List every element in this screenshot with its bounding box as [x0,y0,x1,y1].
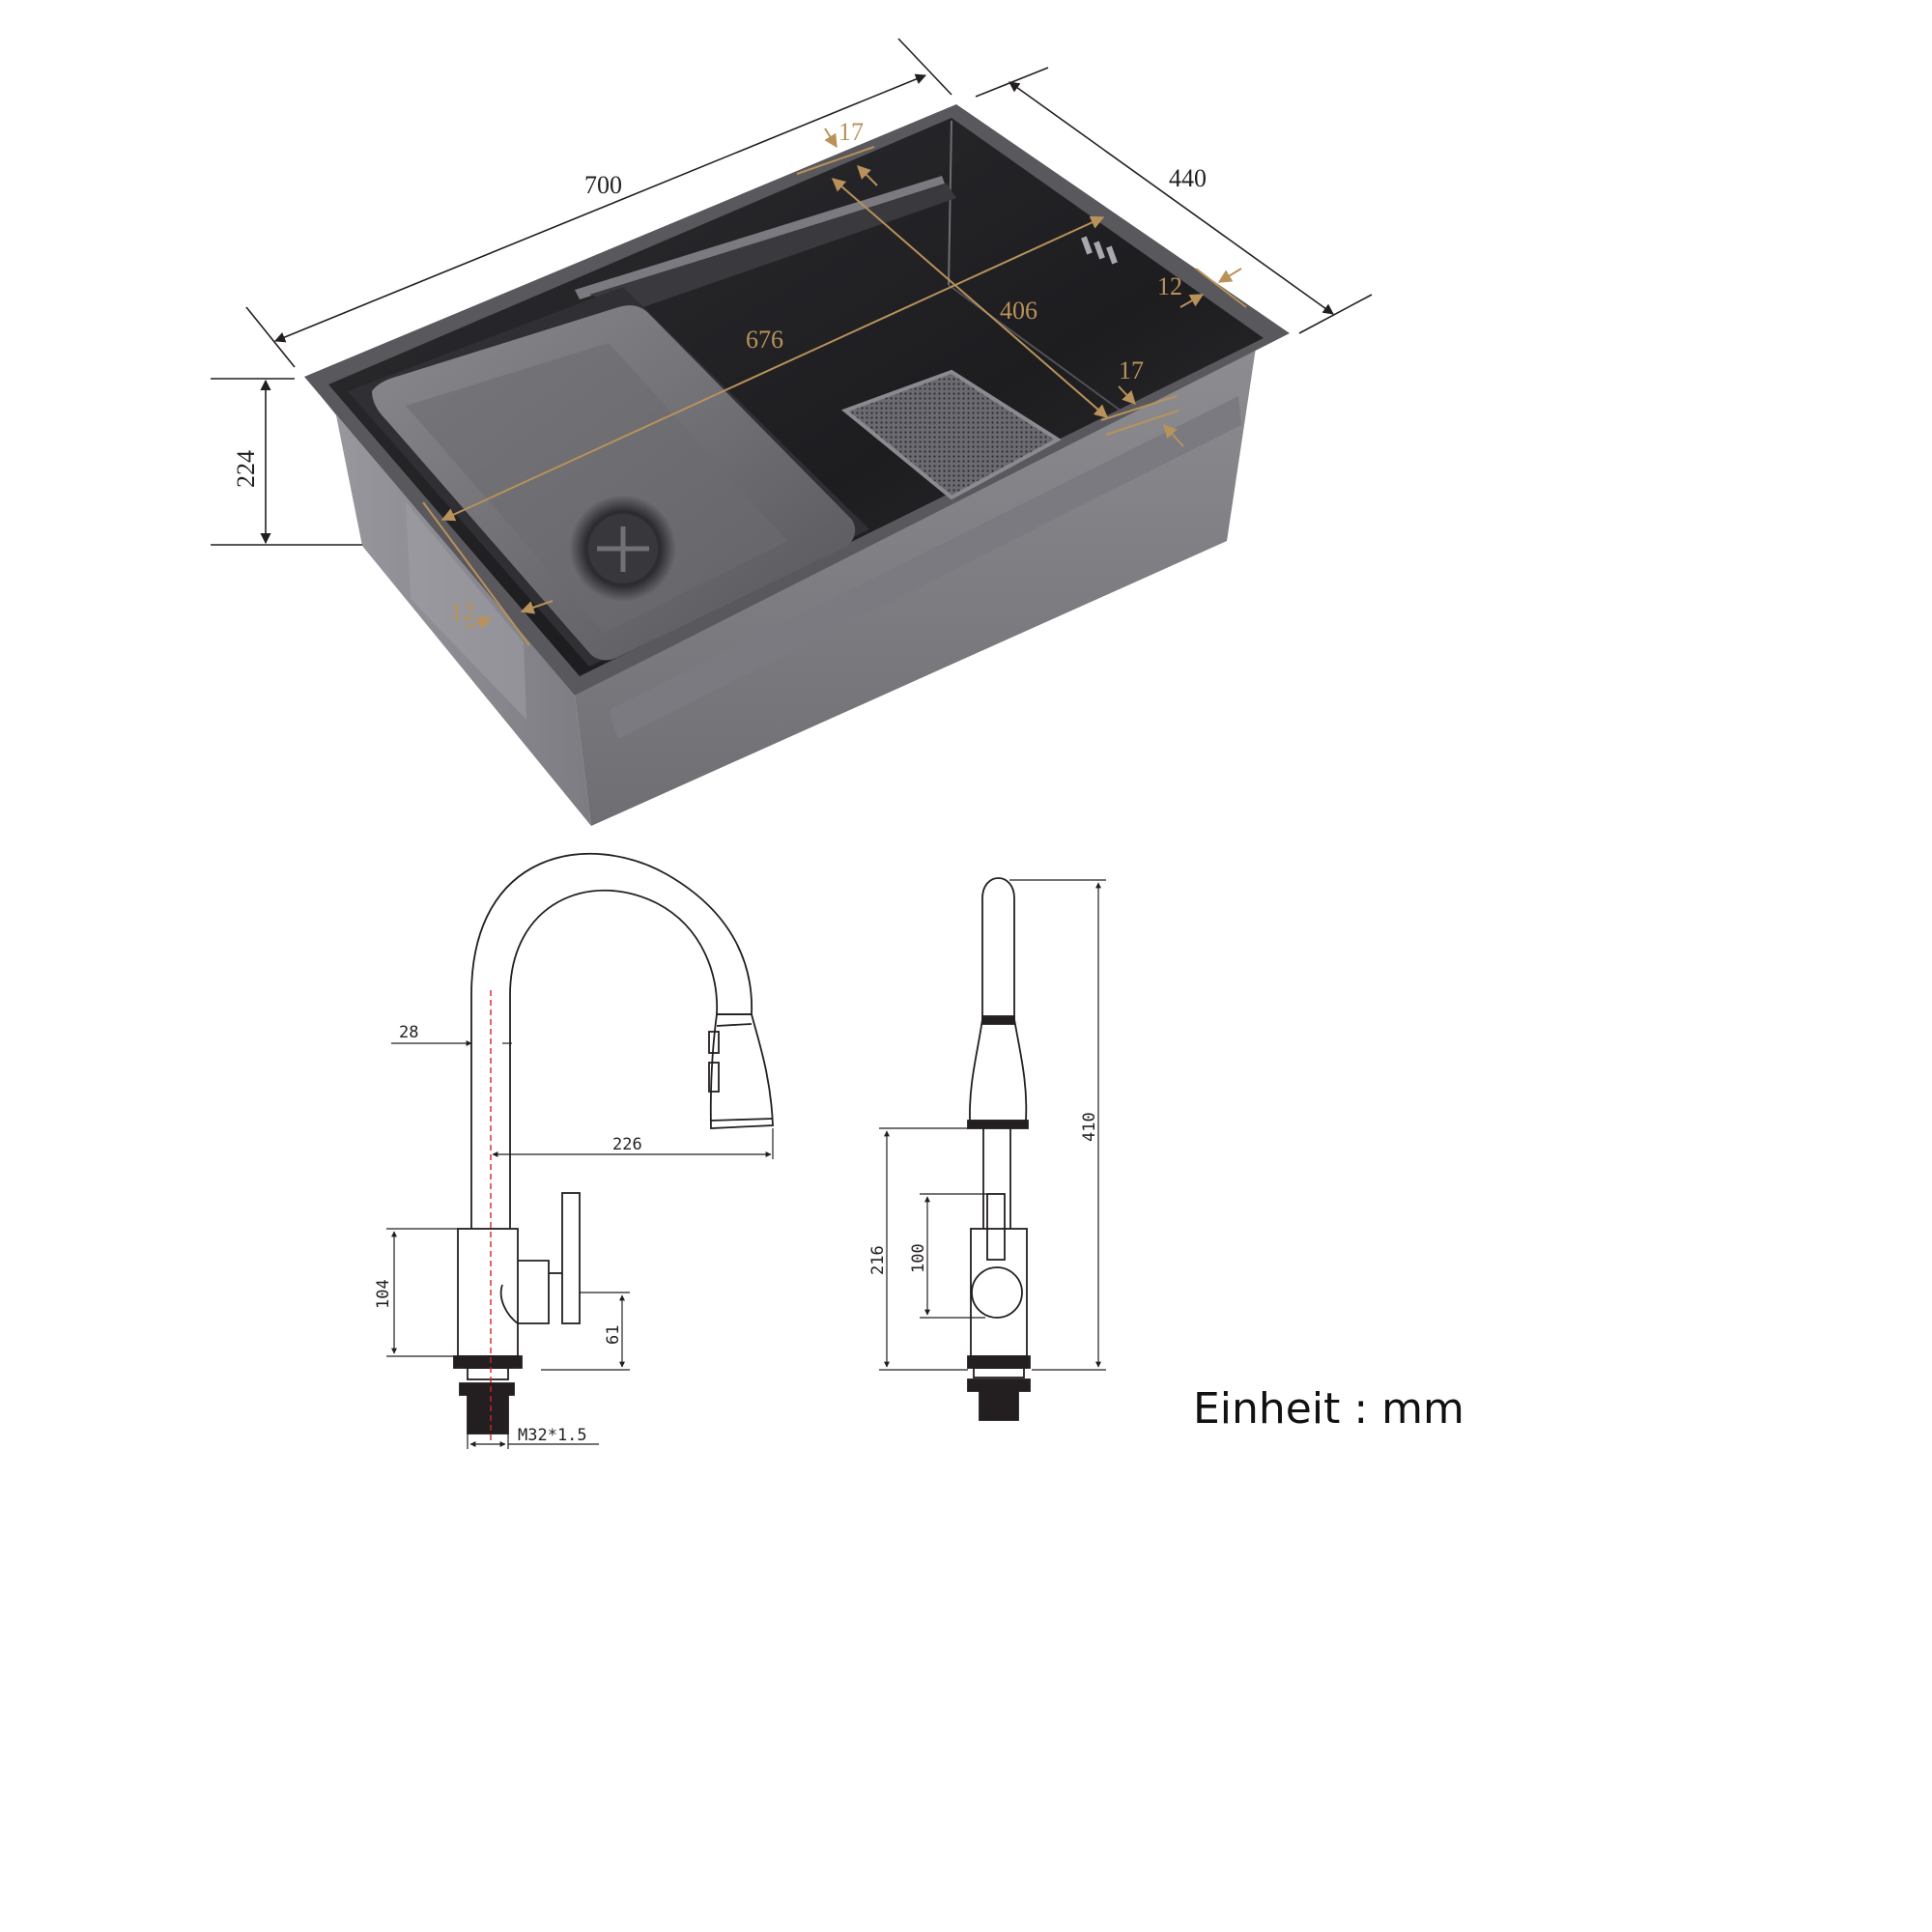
faucet-front-spray-head [709,1013,774,1129]
dim-total-height: 410 [1080,1112,1099,1142]
dim-rim-left: 12 [450,598,475,626]
faucet-side-body [970,1228,1028,1357]
dim-rim-right: 12 [1157,272,1182,300]
dim-pipe-diameter: 28 [399,1023,418,1042]
faucet-side-view [967,877,1031,1421]
dim-height: 224 [232,450,260,488]
sink-dimensions: 700 440 224 676 406 17 17 12 [211,38,1373,646]
dim-inner-width: 406 [1000,297,1037,325]
dim-thread: M32*1.5 [518,1426,587,1445]
faucet-front-lever [561,1192,581,1324]
faucet-front-body [457,1228,519,1357]
faucet-side-dimensions [879,879,1106,1371]
sink-drain-cross [597,526,649,572]
dim-inner-length: 676 [746,326,783,354]
dim-spout-base-height: 216 [868,1245,888,1275]
unit-label: Einheit : mm [1193,1384,1464,1434]
dim-line-inner-width [831,178,1109,418]
dim-body-height: 104 [374,1279,393,1309]
faucet-side-thread [979,1390,1019,1421]
faucet-side-lever-knob [971,1266,1023,1319]
faucet-front-spout [470,852,753,1229]
faucet-side-spray-head [969,1018,1028,1122]
faucet-side-spout [981,877,1015,1019]
dim-length: 700 [584,171,622,199]
faucet-side-base [967,1355,1031,1369]
dim-handle-height: 61 [604,1325,623,1345]
dim-rim-back: 17 [838,118,864,146]
technical-drawing: 700 440 224 676 406 17 17 12 [211,38,1464,1449]
dim-reach: 226 [612,1135,642,1154]
dim-rim-front: 17 [1119,356,1144,384]
faucet-front-dimensions [386,1040,774,1449]
dim-line-length [273,73,927,343]
dim-line-width [1009,81,1334,315]
dim-handle-top-height: 100 [909,1243,928,1273]
faucet-side-lever [986,1193,1006,1261]
faucet-front-view [453,852,774,1441]
sink-illustration [304,104,1290,826]
faucet-front-thread [467,1394,509,1435]
dim-width: 440 [1169,164,1207,192]
faucet-front-base [453,1355,523,1369]
sink-left-strip [406,502,526,720]
